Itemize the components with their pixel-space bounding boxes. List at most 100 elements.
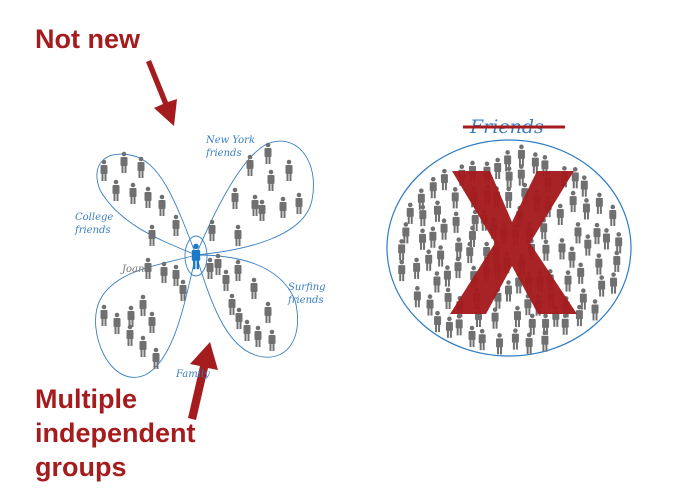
group-label-newyork: New York	[205, 135, 255, 146]
person-icon	[434, 310, 442, 333]
person-icon	[440, 168, 448, 191]
person-icon	[478, 328, 486, 351]
person-icon	[440, 218, 448, 240]
person-icon	[100, 304, 108, 326]
person-icon	[419, 228, 427, 250]
person-icon	[139, 294, 147, 316]
person-icon	[517, 164, 525, 186]
person-icon	[419, 204, 427, 227]
person-icon	[258, 199, 266, 221]
person-icon	[120, 151, 128, 173]
person-icon	[558, 238, 566, 260]
caption-line: independent	[35, 418, 196, 448]
person-icon	[172, 264, 180, 286]
person-icon	[466, 241, 474, 264]
group-label-college: College	[75, 212, 113, 223]
person-icon	[191, 243, 201, 270]
person-icon	[152, 347, 160, 369]
x-mark-icon	[450, 171, 577, 314]
group-label-college: friends	[74, 225, 111, 236]
person-icon	[231, 187, 239, 209]
person-icon	[437, 245, 445, 267]
person-label-joan: Joan	[120, 264, 144, 275]
person-icon	[144, 257, 152, 279]
person-icon	[113, 312, 121, 334]
person-icon	[429, 176, 437, 199]
person-icon	[595, 192, 603, 214]
person-icon	[580, 175, 588, 197]
person-icon	[214, 253, 222, 275]
person-icon	[100, 159, 108, 181]
person-icon	[425, 249, 433, 271]
person-icon	[542, 239, 550, 261]
person-icon	[139, 335, 147, 357]
person-icon	[228, 293, 236, 315]
person-icon	[541, 330, 549, 352]
person-icon	[561, 313, 569, 335]
person-icon	[574, 222, 582, 244]
person-icon	[206, 257, 214, 279]
person-icon	[593, 222, 601, 245]
person-icon	[413, 257, 421, 279]
person-icon	[491, 307, 499, 329]
group-label-newyork: friends	[205, 148, 242, 159]
person-icon	[246, 154, 254, 176]
person-icon	[172, 214, 180, 236]
person-icon	[279, 196, 287, 218]
person-icon	[158, 194, 166, 216]
person-icon	[137, 156, 145, 178]
person-icon	[243, 319, 251, 341]
person-icon	[468, 325, 476, 348]
person-icon	[234, 259, 242, 281]
person-icon	[568, 246, 576, 268]
person-icon	[452, 211, 460, 233]
person-icon	[575, 304, 583, 327]
person-icon	[569, 190, 577, 213]
person-icon	[254, 325, 262, 347]
self-outline	[184, 235, 208, 277]
newyork-outline	[195, 140, 314, 256]
person-icon	[444, 287, 452, 309]
person-icon	[591, 299, 599, 321]
person-icon	[505, 166, 513, 188]
person-icon	[443, 265, 451, 287]
person-icon	[496, 333, 504, 355]
person-icon	[406, 202, 414, 224]
person-icon	[112, 179, 120, 201]
person-icon	[267, 169, 275, 191]
person-icon	[584, 234, 592, 256]
not-new-caption: Not new	[35, 24, 140, 54]
person-icon	[285, 159, 293, 181]
person-icon	[531, 152, 539, 174]
person-icon	[402, 222, 410, 244]
person-icon	[556, 203, 564, 225]
person-icon	[268, 329, 276, 351]
person-icon	[413, 286, 421, 308]
person-icon	[577, 262, 585, 284]
person-icon	[595, 253, 603, 275]
person-icon	[505, 186, 513, 209]
person-icon	[234, 224, 242, 246]
person-icon	[264, 142, 272, 164]
person-icon	[511, 328, 519, 350]
person-icon	[144, 186, 152, 208]
surfing-outline	[195, 254, 299, 358]
caption-line: groups	[35, 452, 127, 482]
person-icon	[494, 157, 502, 180]
person-icon	[126, 324, 134, 346]
person-icon	[528, 313, 536, 335]
person-icon	[613, 250, 621, 272]
person-icon	[454, 256, 462, 279]
caption-line: Multiple	[35, 384, 137, 414]
person-icon	[433, 200, 441, 222]
person-icon	[615, 232, 623, 254]
person-icon	[179, 279, 187, 301]
person-icon	[127, 305, 135, 327]
person-icon	[504, 280, 512, 302]
person-icon	[160, 261, 168, 283]
person-icon	[429, 226, 437, 248]
person-icon	[525, 332, 533, 354]
person-icon	[598, 275, 606, 297]
family-outline	[95, 254, 197, 378]
